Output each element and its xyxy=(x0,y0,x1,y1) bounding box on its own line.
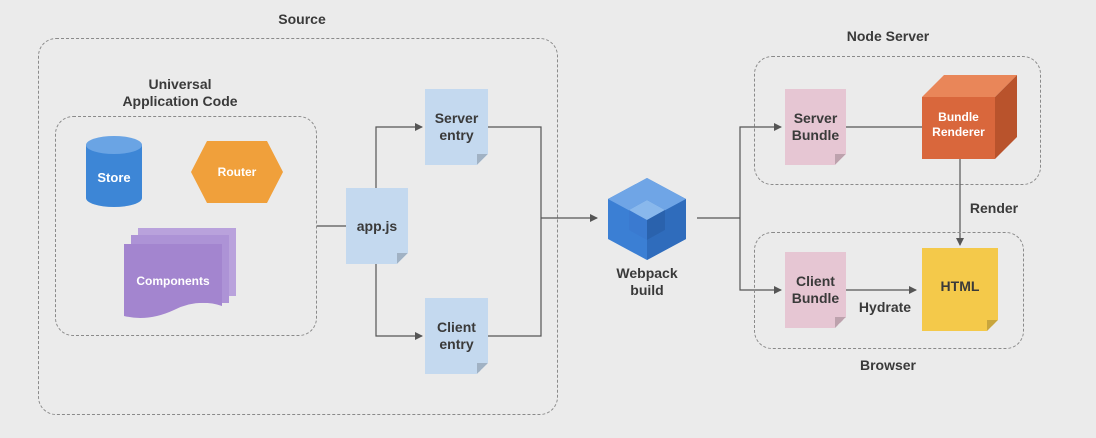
html-node: HTML xyxy=(922,248,998,331)
bundle-renderer-label: Bundle Renderer xyxy=(932,110,985,139)
webpack-icon xyxy=(608,178,686,260)
server-bundle-label: Server Bundle xyxy=(791,110,840,143)
components-label: Components xyxy=(136,274,210,288)
router-node xyxy=(191,141,283,203)
router-label: Router xyxy=(217,165,257,179)
universal-group-label: Universal Application Code xyxy=(122,76,238,109)
components-node xyxy=(124,228,236,318)
hydrate-edge-label: Hydrate xyxy=(858,299,912,315)
edge-client-entry-to-webpack xyxy=(488,218,542,337)
edge-server-entry-to-webpack xyxy=(488,126,542,218)
html-label: HTML xyxy=(940,278,980,294)
store-cylinder-top xyxy=(86,136,142,154)
client-entry-label: Client entry xyxy=(437,319,476,352)
server-bundle-node: Server Bundle xyxy=(785,89,846,165)
client-entry-node: Client entry xyxy=(425,298,488,374)
appjs-label: app.js xyxy=(356,217,398,234)
store-node xyxy=(86,136,142,207)
source-group-label: Source xyxy=(278,11,326,27)
browser-group-label: Browser xyxy=(859,357,917,373)
store-cylinder-shape xyxy=(86,145,142,207)
server-entry-label: Server entry xyxy=(434,110,479,143)
server-entry-node: Server entry xyxy=(425,89,488,165)
components-sheet-front xyxy=(124,244,222,318)
source-group xyxy=(38,38,558,415)
client-bundle-label: Client Bundle xyxy=(791,273,840,306)
browser-group xyxy=(754,232,1024,349)
edge-webpack-to-server-bundle xyxy=(739,123,782,218)
node-server-group-label: Node Server xyxy=(846,28,930,44)
edge-appjs-to-client-entry xyxy=(375,264,423,340)
store-label: Store xyxy=(97,170,131,185)
router-hexagon-shape xyxy=(191,141,283,203)
appjs-node: app.js xyxy=(346,188,408,264)
edge-webpack-to-client-bundle xyxy=(739,218,782,294)
edge-appjs-to-server-entry xyxy=(375,123,423,188)
universal-group xyxy=(55,116,317,336)
render-edge-label: Render xyxy=(969,200,1019,216)
node-server-group xyxy=(754,56,1041,185)
client-bundle-node: Client Bundle xyxy=(785,252,846,328)
bundle-renderer-node xyxy=(922,75,1017,159)
webpack-label: Webpack build xyxy=(616,265,678,298)
